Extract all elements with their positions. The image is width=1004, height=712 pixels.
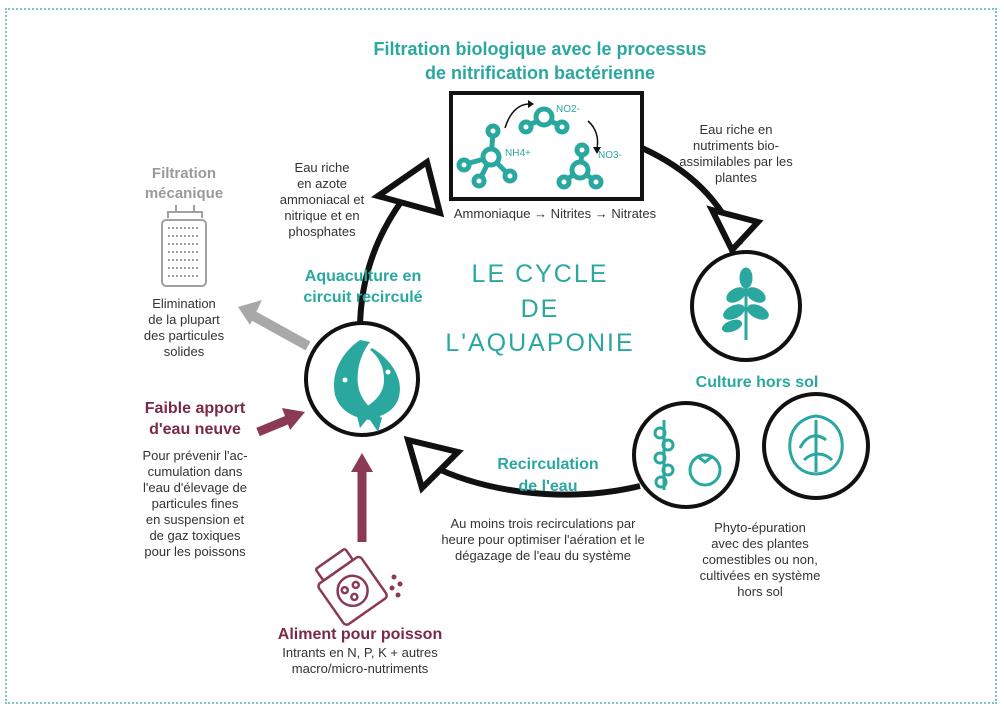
fresh-water-title-line2: d'eau neuve [149, 421, 241, 438]
arrow-fresh-water [256, 413, 294, 437]
no2-label: NO2- [556, 104, 580, 115]
diagram-title-line2: de nitrification bactérienne [424, 63, 656, 83]
cycle-title-line2: DE [520, 295, 560, 323]
no3-label: NO3- [598, 150, 622, 161]
cycle-arc-bottom [428, 462, 641, 498]
dotted-frame [5, 8, 997, 704]
herb-icon [721, 267, 769, 340]
lettuce-icon [788, 414, 844, 476]
aquaculture-title-line2: circuit recirculé [303, 289, 423, 306]
fish-food-title: Aliment pour poisson [277, 626, 443, 643]
molecule-icon [518, 106, 570, 135]
water-rich-nitrogen-text: Eau riche en azote ammoniacal et nitriqu… [279, 160, 365, 239]
cycle-arc-left [357, 188, 413, 331]
tomato-circle [632, 401, 740, 509]
mechanical-title-line1: Filtration [151, 165, 217, 182]
soilless-description: Phyto-épuration avec des plantes comesti… [699, 520, 821, 599]
cycle-title-line3: L'AQUAPONIE [445, 329, 635, 357]
tomato-plant-icon [653, 420, 675, 490]
molecule-icon [556, 142, 604, 190]
molecule-icon [456, 123, 518, 189]
mechanical-title-line2: mécanique [144, 185, 224, 202]
arrow-to-mechanical [249, 310, 311, 351]
fish-food-icon [314, 548, 388, 626]
diagram-title-line1: Filtration biologique avec le processus [373, 39, 707, 59]
water-rich-nutrients-text: Eau riche en nutriments bio- assimilable… [679, 122, 793, 185]
arrowhead-left [403, 435, 464, 494]
tomato-icon [688, 453, 722, 487]
soilless-title: Culture hors sol [695, 374, 819, 391]
arrowhead-down-right [706, 205, 764, 256]
cycle-title-line1: LE CYCLE [471, 260, 609, 288]
fish-icon [334, 340, 400, 432]
reaction-arrow-icon [587, 120, 599, 149]
recirculation-description: Au moins trois recirculations par heure … [441, 516, 645, 563]
mechanical-filter-icon [161, 205, 207, 287]
nh4-label: NH4+ [505, 148, 531, 159]
aquaculture-title-line1: Aquaculture en [304, 268, 422, 285]
food-pellets-icon [389, 574, 403, 598]
fresh-water-description: Pour prévenir l'ac- cumulation dans l'ea… [142, 448, 248, 559]
fish-food-description: Intrants en N, P, K + autres macro/micro… [282, 645, 438, 676]
arrowhead-up [371, 157, 445, 218]
nitrification-sequence: Ammoniaque → Nitrites → Nitrates [453, 206, 657, 221]
mechanical-description: Elimination de la plupart des particules… [143, 296, 225, 359]
fresh-water-title-line1: Faible apport [144, 400, 246, 417]
recirculation-title-line1: Recirculation [497, 456, 599, 473]
reaction-arrow-icon [504, 103, 529, 129]
recirculation-title-line2: de l'eau [518, 478, 578, 495]
